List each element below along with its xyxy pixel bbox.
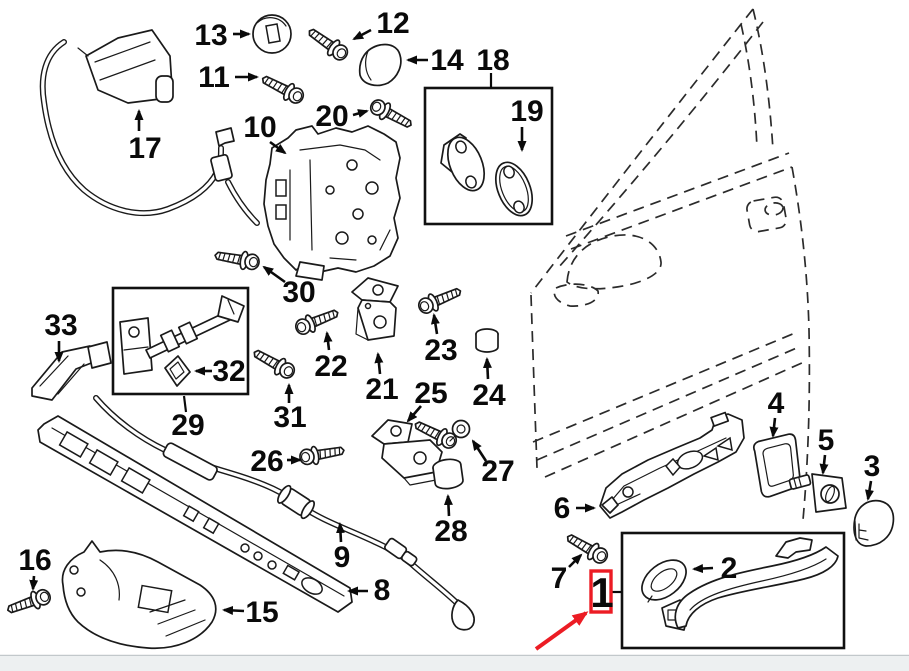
callout-31[interactable]: 31	[273, 383, 307, 434]
callout-4[interactable]: 4	[768, 387, 785, 438]
part-27-grommet	[449, 419, 471, 442]
callout-3-label[interactable]: 3	[864, 450, 881, 483]
part-29-door-check	[119, 295, 245, 387]
callout-15-label[interactable]: 15	[245, 596, 278, 629]
part-32-plate	[164, 355, 191, 387]
callout-16[interactable]: 16	[18, 544, 52, 591]
callout-21[interactable]: 21	[365, 352, 399, 406]
callout-9-label[interactable]: 9	[334, 541, 351, 574]
part-10-door-latch	[263, 125, 401, 281]
callout-23-label[interactable]: 23	[424, 334, 457, 367]
callout-22-label[interactable]: 22	[314, 350, 347, 383]
callout-1-highlighted[interactable]: 1	[534, 569, 622, 651]
callout-8-label[interactable]: 8	[374, 574, 391, 607]
part-1-outer-handle	[661, 537, 839, 631]
part-14-cover-wedge	[358, 43, 402, 87]
part-3-cap	[853, 499, 895, 547]
callout-17-label[interactable]: 17	[128, 132, 161, 165]
part-5-lock-cylinder	[788, 473, 847, 513]
callout-14-label[interactable]: 14	[430, 44, 464, 77]
callout-3[interactable]: 3	[864, 450, 881, 501]
callout-30[interactable]: 30	[262, 265, 316, 309]
callout-4-label[interactable]: 4	[768, 387, 785, 420]
callout-33[interactable]: 33	[44, 309, 78, 363]
part-2-gasket	[641, 559, 687, 603]
highlight-box	[589, 569, 613, 614]
callout-26[interactable]: 26	[250, 445, 302, 478]
callout-15[interactable]: 15	[222, 596, 279, 629]
footer-bar	[0, 654, 909, 671]
callout-18-label[interactable]: 18	[476, 44, 509, 77]
part-6-handle-carrier	[599, 411, 745, 519]
callout-14[interactable]: 14	[406, 44, 464, 77]
callout-20[interactable]: 20	[315, 100, 369, 133]
callout-12[interactable]: 12	[352, 7, 410, 41]
callout-28[interactable]: 28	[434, 494, 468, 548]
callout-7-label[interactable]: 7	[551, 562, 568, 595]
callout-25-label[interactable]: 25	[414, 377, 447, 410]
callout-2-label[interactable]: 2	[721, 552, 738, 585]
callout-24[interactable]: 24	[472, 357, 506, 412]
callout-5[interactable]: 5	[818, 424, 835, 475]
part-9-cable	[93, 395, 475, 631]
callout-10[interactable]: 10	[243, 111, 287, 155]
callout-5-label[interactable]: 5	[818, 424, 835, 457]
callout-23[interactable]: 23	[424, 313, 458, 367]
part-17-release-cable	[39, 29, 260, 226]
callout-13[interactable]: 13	[194, 19, 251, 52]
callout-19-label[interactable]: 19	[510, 95, 543, 128]
part-8-carrier-rail	[37, 415, 353, 613]
callout-7[interactable]: 7	[551, 553, 583, 595]
part-13-grommet	[252, 14, 292, 54]
part-24-cap	[475, 328, 499, 353]
callout-29[interactable]: 29	[171, 395, 205, 442]
callout-13-label[interactable]: 13	[194, 19, 227, 52]
callout-1-label[interactable]: 1	[590, 569, 613, 616]
part-18-striker-shims	[440, 133, 534, 217]
callout-31-label[interactable]: 31	[273, 401, 306, 434]
callout-32-label[interactable]: 32	[212, 355, 245, 388]
callout-6[interactable]: 6	[554, 492, 596, 525]
callout-11-label[interactable]: 11	[198, 61, 230, 94]
callout-21-label[interactable]: 21	[365, 373, 398, 406]
callout-27[interactable]: 27	[471, 439, 515, 488]
callout-22[interactable]: 22	[314, 331, 348, 383]
callout-28-label[interactable]: 28	[434, 515, 467, 548]
callout-10-label[interactable]: 10	[243, 111, 276, 144]
callout-24-label[interactable]: 24	[472, 379, 506, 412]
callout-6-label[interactable]: 6	[554, 492, 571, 525]
part-33-wedge	[31, 341, 112, 401]
callout-16-label[interactable]: 16	[18, 544, 51, 577]
door-outline	[530, 8, 811, 521]
part-4-seal-frame	[752, 433, 802, 498]
callout-20-label[interactable]: 20	[315, 100, 348, 133]
callout-2[interactable]: 2	[692, 552, 738, 585]
callout-12-label[interactable]: 12	[376, 7, 409, 40]
part-21-upper-hinge	[351, 277, 399, 341]
part-28-bumper	[432, 458, 464, 490]
callout-8[interactable]: 8	[347, 574, 391, 607]
callout-33-label[interactable]: 33	[44, 309, 77, 342]
callout-9[interactable]: 9	[334, 522, 351, 574]
callout-27-label[interactable]: 27	[481, 455, 514, 488]
part-15-bracket	[61, 540, 217, 650]
callout-32[interactable]: 32	[194, 355, 246, 388]
callout-18[interactable]: 18	[476, 44, 510, 88]
callout-30-label[interactable]: 30	[282, 276, 315, 309]
callout-11[interactable]: 11	[198, 61, 259, 94]
callout-26-label[interactable]: 26	[250, 445, 283, 478]
callout-29-label[interactable]: 29	[171, 409, 204, 442]
callout-17[interactable]: 17	[128, 109, 162, 165]
callout-19[interactable]: 19	[510, 95, 544, 152]
red-pointer-arrow	[534, 611, 589, 651]
callout-25[interactable]: 25	[406, 377, 448, 423]
